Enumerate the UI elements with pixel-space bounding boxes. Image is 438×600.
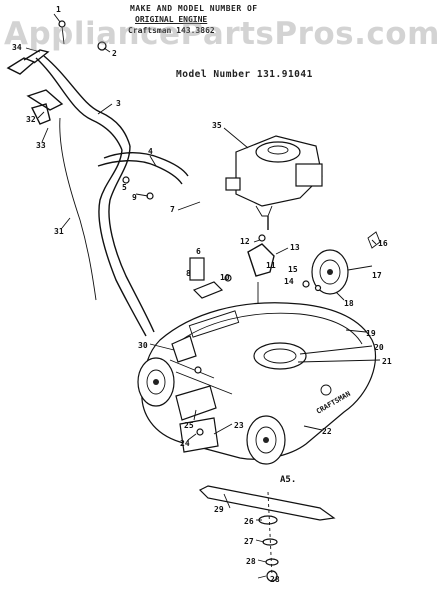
rear-wheel-axle (327, 269, 333, 275)
callout-27: 27 (244, 537, 254, 546)
callout-7: 7 (170, 205, 175, 214)
callout-25: 25 (184, 421, 194, 430)
front-left-wheel-assembly (137, 357, 175, 407)
callout-23: 23 (234, 421, 244, 430)
callout-17: 17 (372, 271, 382, 280)
mower-blade (198, 485, 336, 521)
throttle-bracket (247, 243, 275, 277)
deck-warning-decal (188, 310, 240, 338)
bracket-screw (258, 234, 266, 242)
callout-12: 12 (240, 237, 250, 246)
engine-header-line1: MAKE AND MODEL NUMBER OF (130, 4, 258, 13)
callout-13: 13 (290, 243, 300, 252)
blade-bolt-washer (265, 558, 279, 566)
callout-9: 9 (132, 193, 137, 202)
control-cable (59, 117, 97, 301)
callout-16: 16 (378, 239, 388, 248)
callout-26: 26 (244, 517, 254, 526)
deck-inner-ring (263, 348, 297, 364)
callout-5: 5 (122, 183, 127, 192)
lower-handle-rail-outer (98, 149, 147, 337)
callout-2: 2 (112, 49, 117, 58)
callout-24: 24 (180, 439, 190, 448)
deck-rib-front (175, 371, 233, 395)
blade-centerline (267, 491, 273, 577)
handle-assembly (6, 20, 189, 337)
section-mark: A5. (280, 475, 296, 485)
front-right-wheel-assembly (246, 415, 286, 465)
blade-assembly (198, 485, 336, 582)
callout-labels: 1 2 3 4 5 6 7 8 9 10 11 12 13 14 15 16 1… (12, 5, 392, 584)
engine-header-line2: ORIGINAL ENGINE (135, 15, 208, 24)
model-number: Model Number 131.91041 (176, 69, 313, 80)
muffler (225, 177, 241, 191)
deck-rib-upper (169, 359, 215, 379)
handle-top-bar (23, 49, 50, 64)
callout-29: 29 (214, 505, 224, 514)
callout-1: 1 (56, 5, 61, 14)
deflector-bolt (194, 366, 202, 374)
callout-32: 32 (26, 115, 36, 124)
deflector-hinge-rod (196, 428, 204, 436)
callout-34: 34 (12, 43, 22, 52)
callout-14: 14 (284, 277, 294, 286)
callout-20: 20 (374, 343, 384, 352)
leader-lines (25, 13, 381, 579)
callout-22: 22 (322, 427, 332, 436)
callout-28-bottom: 28 (270, 575, 280, 584)
callout-21: 21 (382, 357, 392, 366)
starter-cup (267, 145, 289, 155)
rear-deflector (175, 385, 217, 421)
callout-18: 18 (344, 299, 354, 308)
engine-header-line3: Craftsman 143.3862 (128, 26, 215, 35)
callout-8: 8 (186, 269, 191, 278)
linkage-parts (189, 234, 275, 318)
handle-grip-left (6, 57, 36, 75)
callout-35: 35 (212, 121, 222, 130)
callout-30: 30 (138, 341, 148, 350)
axle-bolt (302, 280, 310, 288)
brand-emblem (320, 384, 332, 396)
callout-10: 10 (220, 273, 230, 282)
lever-bracket (30, 103, 51, 125)
engine (225, 135, 323, 230)
handle-cross-brace-lower (97, 160, 183, 185)
callout-3: 3 (116, 99, 121, 108)
lower-handle-rail-inner (108, 145, 155, 333)
callout-31: 31 (54, 227, 64, 236)
callout-33: 33 (36, 141, 46, 150)
deck-engine-mount-opening (253, 342, 307, 370)
engine-flywheel-cover (255, 141, 301, 163)
upper-handle-rail-outer (35, 57, 123, 151)
wheel-bolt (367, 231, 381, 249)
callout-15: 15 (288, 265, 298, 274)
handle-mount-plate (192, 281, 224, 299)
callout-28: 28 (246, 557, 256, 566)
mount-bolt (224, 274, 232, 282)
bolt-head (58, 20, 66, 28)
front-left-wheel-hub (146, 369, 166, 395)
deflector-assembly (171, 335, 219, 453)
fuel-tank (295, 163, 323, 187)
callout-19: 19 (366, 329, 376, 338)
axle-washer (314, 284, 322, 292)
watermark: AppliancePartsPros.com (4, 16, 438, 52)
callout-4: 4 (148, 147, 153, 156)
front-left-axle (153, 379, 159, 385)
callout-11: 11 (266, 261, 276, 270)
handle-bracket-plate (189, 257, 205, 281)
height-adjust-lever (171, 335, 197, 363)
handle-cross-brace (103, 152, 189, 177)
engine-crankshaft-mount (255, 205, 273, 217)
rear-wheel-assembly (302, 231, 381, 295)
upper-handle-rail-inner (43, 55, 131, 147)
rear-wheel-hub (319, 259, 341, 285)
front-right-wheel-hub (255, 426, 277, 454)
handle-bolt (61, 25, 65, 45)
handle-wing-nut (122, 176, 130, 184)
front-right-axle (263, 437, 269, 443)
callout-6: 6 (196, 247, 201, 256)
